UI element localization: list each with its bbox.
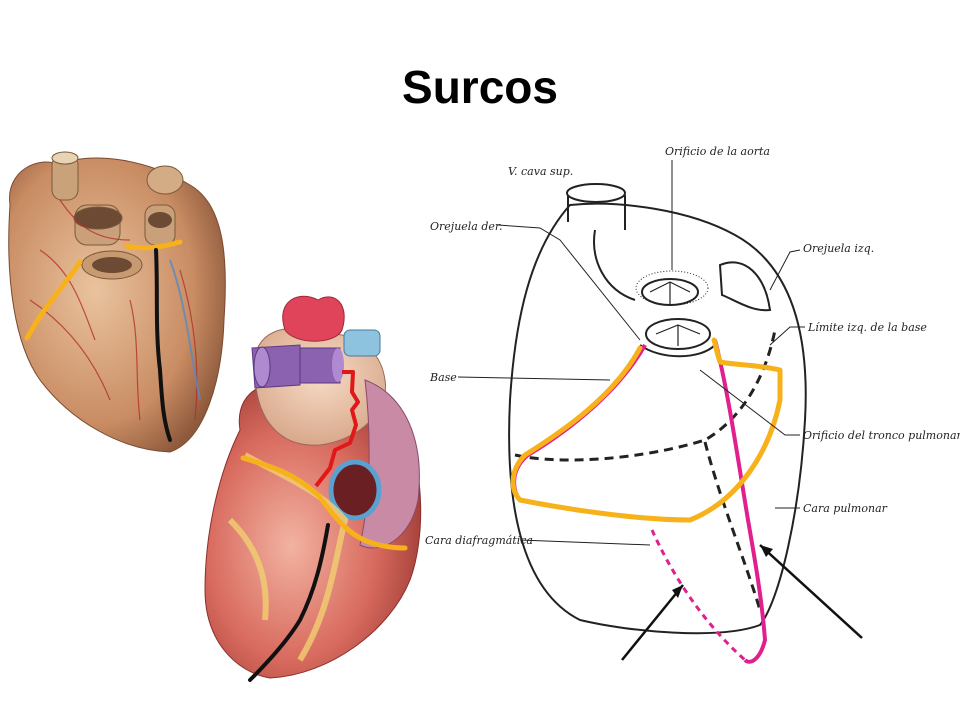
left-auricle — [718, 261, 772, 312]
heart2-vessel-opening — [332, 348, 344, 382]
heart1-coronary-vessels — [29, 199, 198, 421]
heart-posterior-illustration — [8, 151, 226, 453]
label-orejuela-izq: Orejuela izq. — [803, 242, 874, 255]
heart2-coronary-sulcus — [240, 455, 408, 551]
heart2-pulmonary-vessel — [343, 329, 381, 357]
dashed-interventricular-line — [703, 441, 762, 611]
label-cara-pulmonar: Cara pulmonar — [803, 502, 888, 515]
aortic-valve-cusps — [649, 281, 691, 304]
heart1-interventricular-sulcus — [154, 248, 172, 442]
heart2-epicardial-fat — [227, 452, 349, 662]
heart1-coronary-sulcus-left — [24, 259, 83, 341]
arrow-left — [621, 584, 684, 661]
pulmonary-valve-cusps — [655, 324, 701, 346]
label-orificio-aorta: Orificio de la aorta — [665, 145, 770, 158]
slide-title: Surcos — [402, 61, 558, 113]
heart1-vessel-opening — [92, 257, 132, 273]
magenta-sulcus-left — [713, 339, 768, 664]
label-limite-izq-base: Límite izq. de la base — [807, 321, 927, 334]
heart2-orifice — [328, 459, 382, 521]
svc-opening — [566, 183, 626, 203]
label-vena-cava: V. cava sup. — [508, 165, 573, 178]
heart2-interventricular-sulcus — [248, 523, 330, 682]
dashed-base-boundary — [514, 329, 777, 462]
heart1-vessel-opening — [73, 206, 123, 230]
pulmonary-orifice-rim — [639, 344, 716, 358]
heart-anterior-illustration — [204, 295, 422, 682]
heart1-vein — [169, 259, 201, 401]
heart1-vessel-opening — [51, 151, 79, 165]
schematic-outline — [508, 202, 807, 635]
label-orificio-tronco: Orificio del tronco pulmonar — [803, 429, 960, 442]
heart2-aortic-arch — [282, 295, 345, 342]
label-base: Base — [429, 371, 457, 384]
heart1-body — [8, 157, 226, 453]
leader-lines — [457, 160, 805, 546]
heart1-coronary-sulcus-right — [124, 239, 183, 251]
label-orejuela-der: Orejuela der. — [430, 220, 502, 233]
arrow-right — [759, 544, 863, 639]
orange-coronary-sulcus — [510, 337, 783, 523]
right-auricle — [593, 229, 636, 301]
label-cara-diafragmatica: Cara diafragmática — [425, 534, 533, 547]
arrow-left-head — [672, 585, 683, 598]
heart2-vena-cava-opening — [253, 346, 271, 388]
magenta-sulcus-dashed — [650, 529, 746, 662]
heart2-red-sulcus — [314, 370, 360, 488]
arrow-right-head — [760, 545, 773, 557]
schematic-heart-diagram: V. cava sup. Orificio de la aorta Orejue… — [425, 145, 960, 664]
heart1-vessel-opening — [148, 212, 172, 228]
heart1-vessel — [146, 165, 184, 195]
